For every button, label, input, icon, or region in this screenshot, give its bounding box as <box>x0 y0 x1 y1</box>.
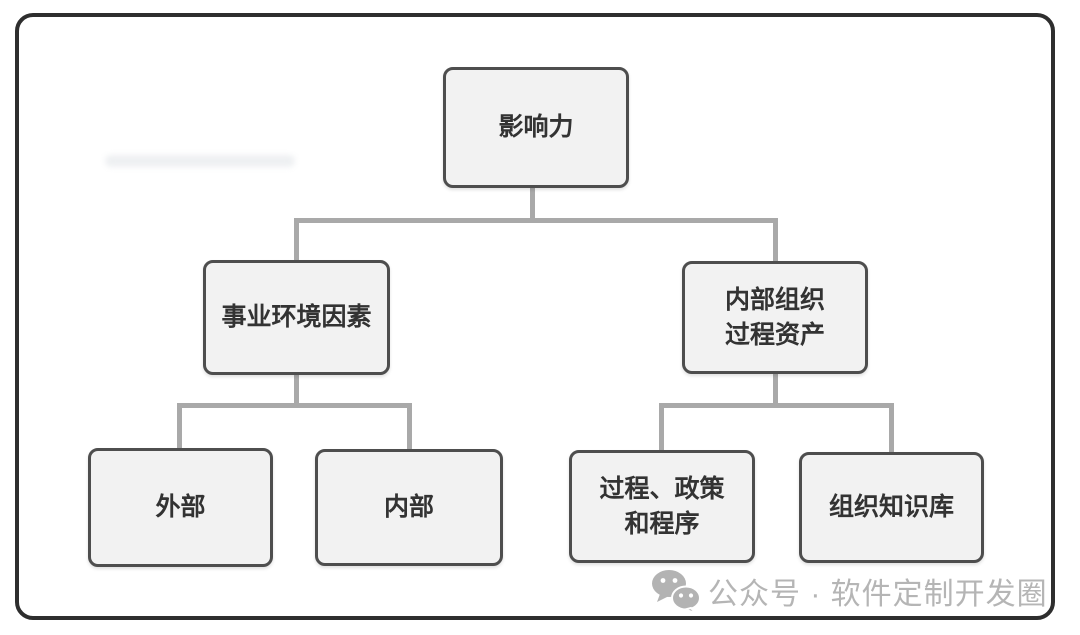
connector-to-internal <box>407 403 412 451</box>
connector-eef-children-horizontal <box>177 403 412 408</box>
node-processes-policies-procedures: 过程、政策 和程序 <box>569 450 755 563</box>
node-organizational-process-assets: 内部组织 过程资产 <box>682 261 868 374</box>
connector-to-external <box>177 403 182 450</box>
erased-watermark-smudge <box>105 155 295 167</box>
node-external: 外部 <box>88 448 273 567</box>
node-enterprise-environmental-factors: 事业环境因素 <box>203 260 390 375</box>
connector-eef-stub <box>294 373 299 406</box>
connector-influence-stub <box>530 188 535 222</box>
connector-to-ppp <box>659 403 664 452</box>
connector-to-opa <box>773 218 778 263</box>
watermark: 公众号 · 软件定制开发圈 <box>650 568 1048 614</box>
connector-to-okb <box>889 403 894 454</box>
connector-opa-stub <box>773 372 778 406</box>
node-influence: 影响力 <box>443 67 629 188</box>
watermark-text: 公众号 · 软件定制开发圈 <box>708 578 1048 611</box>
node-organizational-knowledge-base: 组织知识库 <box>799 452 984 563</box>
wechat-logo-icon <box>652 570 701 614</box>
connector-opa-children-horizontal <box>659 403 894 408</box>
connector-level1-horizontal <box>294 218 778 223</box>
node-internal: 内部 <box>315 449 503 566</box>
connector-to-eef <box>294 218 299 262</box>
